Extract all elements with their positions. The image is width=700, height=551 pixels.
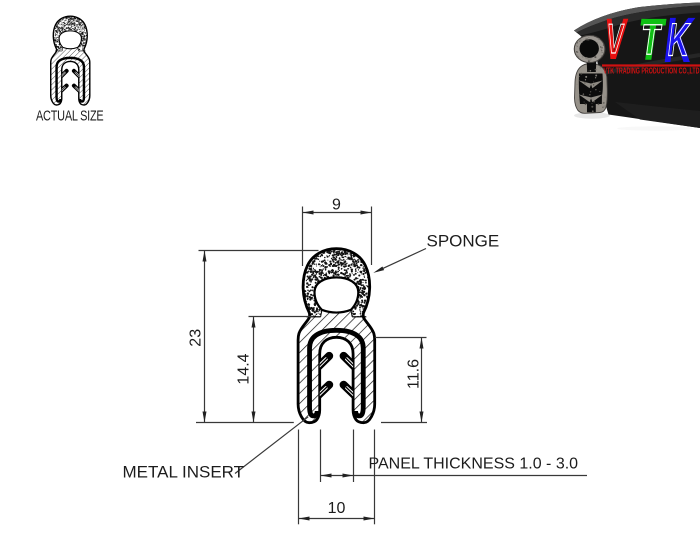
svg-text:9: 9	[332, 197, 341, 214]
svg-text:K: K	[668, 13, 691, 65]
svg-text:K: K	[664, 4, 696, 76]
svg-text:VTK TRADING PRODUCTION CO.,LTD: VTK TRADING PRODUCTION CO.,LTD	[604, 67, 700, 76]
svg-text:11.6: 11.6	[405, 359, 422, 389]
svg-text:T: T	[641, 17, 662, 64]
svg-text:ACTUAL SIZE: ACTUAL SIZE	[36, 108, 104, 125]
svg-text:V: V	[607, 15, 625, 62]
svg-text:10: 10	[328, 500, 346, 517]
svg-text:23: 23	[187, 329, 204, 347]
svg-text:SPONGE: SPONGE	[427, 232, 500, 251]
svg-text:PANEL THICKNESS 1.0 - 3.0: PANEL THICKNESS 1.0 - 3.0	[369, 456, 579, 473]
svg-text:V: V	[604, 7, 628, 72]
svg-text:14.4: 14.4	[235, 353, 252, 384]
svg-text:METAL INSERT: METAL INSERT	[123, 463, 245, 482]
svg-text:T: T	[638, 7, 668, 73]
